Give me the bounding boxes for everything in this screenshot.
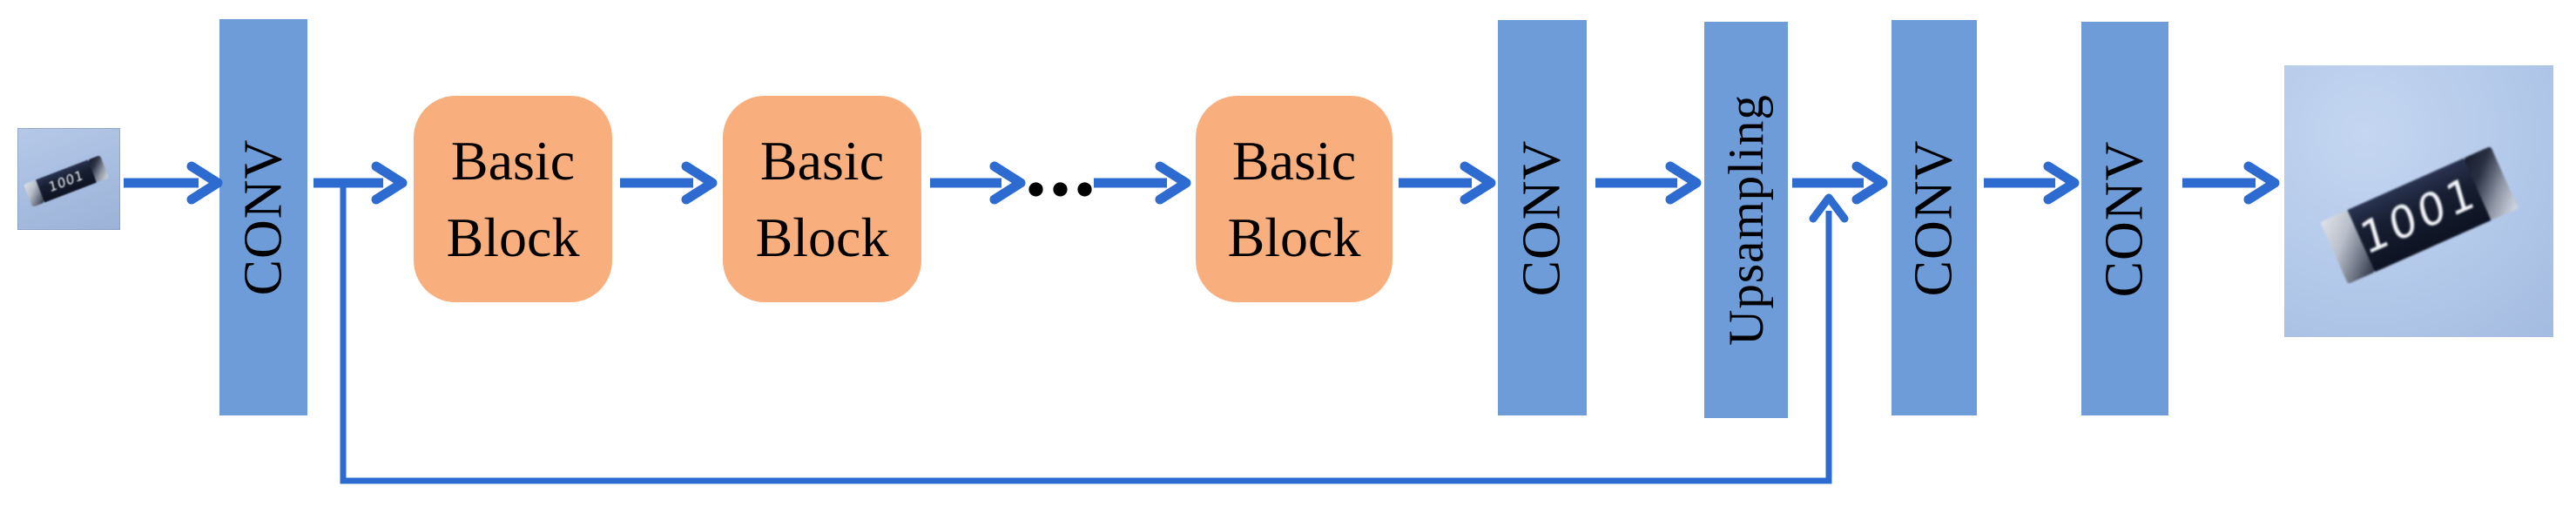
resistor-marking: 1001 (47, 166, 85, 196)
basic-block-3: Basic Block (1196, 96, 1393, 302)
basic-block-3-label-line1: Basic (1231, 130, 1357, 192)
basic-block-1-label-line1: Basic (450, 130, 576, 192)
resistor-chip: 1001 (2320, 145, 2519, 285)
conv-bar-1: CONV (219, 19, 307, 415)
ellipsis: ... (1025, 118, 1098, 214)
basic-block-1-label-line2: Block (446, 206, 580, 268)
basic-block-2-label-line2: Block (755, 206, 889, 268)
basic-block-2: Basic Block (723, 96, 921, 302)
flow-arrow-9 (1984, 161, 2080, 205)
conv-bar-4: CONV (2081, 22, 2168, 415)
upsampling-bar: Upsampling (1704, 22, 1788, 418)
conv-bar-2: CONV (1498, 20, 1587, 415)
flow-arrow-1 (124, 161, 223, 205)
input-image: 1001 (17, 128, 120, 230)
conv-bar-4-label: CONV (2094, 140, 2155, 297)
resistor-marking: 1001 (2355, 165, 2484, 266)
conv-bar-3-label: CONV (1904, 139, 1964, 296)
resistor-body: 1001 (2347, 158, 2492, 273)
resistor-body: 1001 (36, 159, 97, 203)
conv-bar-2-label: CONV (1512, 139, 1572, 296)
basic-block-3-label-line2: Block (1227, 206, 1361, 268)
upsampling-bar-label: Upsampling (1718, 94, 1774, 346)
flow-arrow-6 (1399, 161, 1496, 205)
output-image: 1001 (2284, 65, 2553, 337)
flow-arrow-8 (1792, 161, 1888, 205)
resistor-chip: 1001 (24, 155, 109, 207)
flow-arrow-10 (2182, 161, 2280, 205)
basic-block-1: Basic Block (414, 96, 612, 302)
conv-bar-3: CONV (1892, 20, 1977, 415)
basic-block-2-label-line1: Basic (759, 130, 885, 192)
flow-arrow-7 (1595, 161, 1702, 205)
conv-bar-1-label: CONV (233, 138, 293, 296)
flow-arrow-3 (620, 161, 718, 205)
flow-arrow-2 (314, 161, 408, 205)
flow-arrow-4 (930, 161, 1026, 205)
